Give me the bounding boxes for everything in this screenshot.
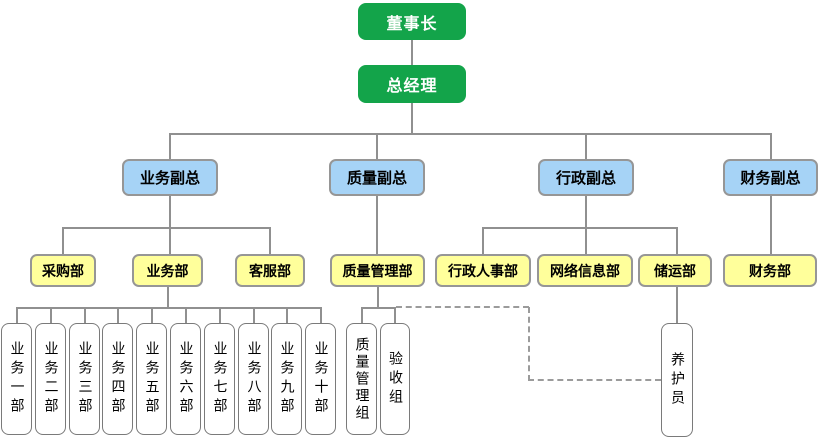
connector-stub-acceptance-team <box>394 307 396 323</box>
connector-rail-procurement <box>62 227 64 254</box>
connector-business-dept-down <box>167 287 169 307</box>
connector-stub-quality-team <box>361 307 363 323</box>
connector-stub-unit-5 <box>151 307 153 323</box>
connector-vp-quality-dept <box>376 196 378 254</box>
node-vp-business[interactable]: 业务副总 <box>122 159 218 196</box>
node-dept-admin-hr[interactable]: 行政人事部 <box>435 254 531 287</box>
dashed-connector-top <box>396 306 529 308</box>
node-unit-business-10[interactable]: 业务十部 <box>305 323 336 435</box>
connector-rail-customer-service <box>269 227 271 254</box>
node-dept-business[interactable]: 业务部 <box>132 254 203 287</box>
node-dept-procurement[interactable]: 采购部 <box>30 254 96 287</box>
node-team-acceptance[interactable]: 验收组 <box>380 323 410 435</box>
node-unit-business-1[interactable]: 业务一部 <box>1 323 32 435</box>
node-dept-finance[interactable]: 财务部 <box>723 254 817 287</box>
connector-quality-teams-rail <box>361 307 396 309</box>
connector-vp-rail <box>169 133 772 135</box>
dashed-connector-mid <box>528 307 530 381</box>
connector-stub-unit-4 <box>117 307 119 323</box>
node-dept-customer-service[interactable]: 客服部 <box>235 254 305 287</box>
node-vp-finance[interactable]: 财务副总 <box>723 159 818 196</box>
connector-stub-unit-1 <box>16 307 18 323</box>
connector-vp-business-center <box>169 196 171 254</box>
connector-units-rail <box>16 307 322 309</box>
connector-stub-unit-8 <box>253 307 255 323</box>
connector-chairman-gm <box>411 40 413 65</box>
connector-rail-vp-quality <box>376 133 378 159</box>
connector-business-dept-rail <box>62 227 271 229</box>
node-team-quality-management[interactable]: 质量管理组 <box>346 323 377 435</box>
connector-stub-unit-10 <box>320 307 322 323</box>
connector-vp-finance-dept <box>770 196 772 254</box>
node-unit-business-8[interactable]: 业务八部 <box>238 323 269 435</box>
connector-stub-unit-9 <box>286 307 288 323</box>
connector-admin-dept-rail <box>482 227 677 229</box>
node-dept-storage-transport[interactable]: 储运部 <box>638 254 712 287</box>
node-unit-business-6[interactable]: 业务六部 <box>170 323 201 435</box>
node-chairman[interactable]: 董事长 <box>358 3 466 40</box>
node-unit-business-5[interactable]: 业务五部 <box>136 323 167 435</box>
node-unit-business-3[interactable]: 业务三部 <box>69 323 100 435</box>
node-unit-business-4[interactable]: 业务四部 <box>102 323 133 435</box>
node-dept-network-info[interactable]: 网络信息部 <box>537 254 633 287</box>
connector-stub-unit-2 <box>50 307 52 323</box>
node-vp-quality[interactable]: 质量副总 <box>329 159 425 196</box>
connector-rail-storage <box>676 227 678 254</box>
connector-gm-rail <box>411 103 413 133</box>
node-unit-business-2[interactable]: 业务二部 <box>35 323 66 435</box>
connector-stub-unit-6 <box>185 307 187 323</box>
node-unit-business-7[interactable]: 业务七部 <box>204 323 235 435</box>
connector-rail-vp-finance <box>770 133 772 159</box>
connector-stub-unit-7 <box>219 307 221 323</box>
node-general-manager[interactable]: 总经理 <box>358 65 466 103</box>
node-staff-maintenance[interactable]: 养护员 <box>661 323 693 437</box>
connector-vp-admin-center <box>585 196 587 254</box>
node-dept-quality-management[interactable]: 质量管理部 <box>330 254 425 287</box>
node-vp-admin[interactable]: 行政副总 <box>538 159 634 196</box>
connector-storage-maintenance <box>676 287 678 323</box>
node-unit-business-9[interactable]: 业务九部 <box>271 323 302 435</box>
dashed-connector-bottom <box>528 379 661 381</box>
connector-rail-vp-business <box>169 133 171 159</box>
connector-rail-vp-admin <box>585 133 587 159</box>
connector-rail-admin-hr <box>482 227 484 254</box>
connector-stub-unit-3 <box>84 307 86 323</box>
connector-quality-dept-down <box>377 287 379 307</box>
